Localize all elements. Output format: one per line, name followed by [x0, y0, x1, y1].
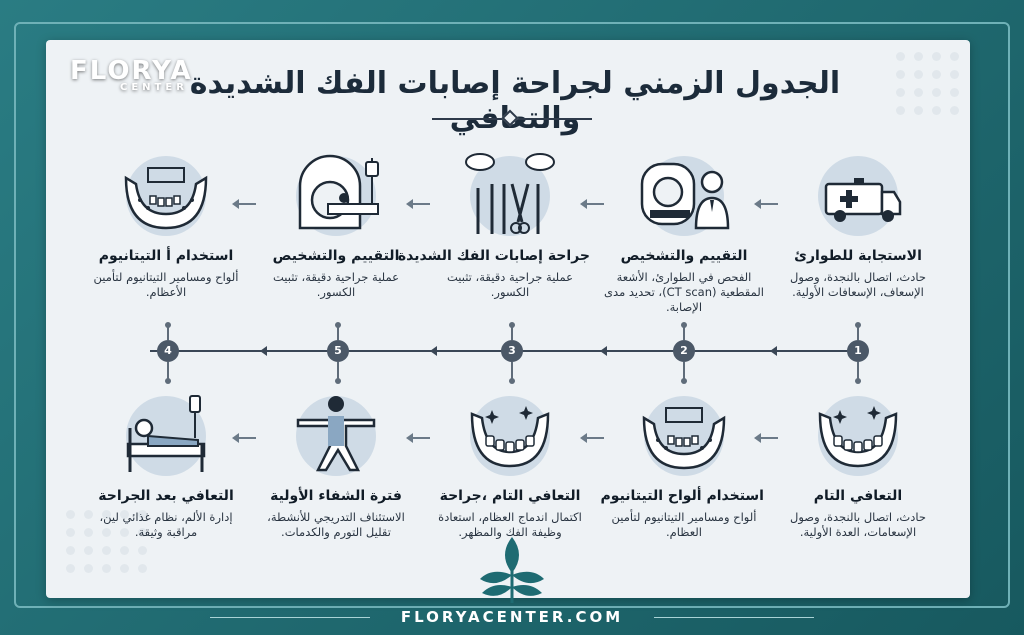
connector-dot	[165, 322, 171, 328]
connector-dot	[681, 378, 687, 384]
step-title: التعافي التام	[813, 488, 903, 504]
step-text: الاستئناف التدريجي للأنشطة، تقليل التورم…	[267, 510, 405, 539]
connector-dot	[509, 378, 515, 384]
bottom-step-1: التعافي التام حادث، اتصال بالنجدة، وصول …	[778, 388, 938, 540]
healthy-teeth-icon	[470, 406, 550, 468]
brand-logo-sub: CENTER	[120, 82, 188, 93]
connector-dot	[335, 322, 341, 328]
step-text: حادث، اتصال بالنجدة، وصول الإسعامات، الع…	[790, 510, 926, 539]
connector	[857, 326, 859, 340]
step-text: ألواح ومسامير التيتانيوم لتأمين الأعظام.	[93, 270, 239, 299]
bottom-step-2: استخدام ألواح التيتانيوم ألواح ومسامير ا…	[600, 388, 764, 540]
hospital-bed-icon	[126, 395, 206, 472]
flow-arrow	[406, 199, 430, 209]
timeline-node-4: 4	[157, 340, 179, 362]
connector	[857, 362, 859, 380]
connector	[683, 326, 685, 340]
doctor-ct-scan-icon	[640, 162, 730, 230]
bottom-step-3: التعافي التام ،جراحة اكتمال اندماج العظا…	[430, 388, 590, 540]
step-title: التقييم والتشخيص	[620, 248, 748, 264]
decor-dots-bottom-left	[66, 510, 147, 573]
brand-logo: FLORYA CENTER	[70, 56, 193, 93]
page-title: الجدول الزمني لجراحة إصابات الفك الشديدة…	[189, 66, 841, 136]
connector-dot	[165, 378, 171, 384]
bottom-step-5: التعافي بعد الجراحة إدارة الألم، نظام غذ…	[86, 388, 246, 540]
flow-arrow	[406, 433, 430, 443]
connector	[167, 326, 169, 340]
step-text: عملية جراحية دقيقة، تثبيت الكسور.	[446, 270, 573, 299]
footer-rule-left	[210, 617, 370, 618]
footer-url: FLORYACENTER.COM	[400, 608, 624, 626]
flow-arrow	[580, 199, 604, 209]
step-text: حادث، اتصال بالنجدة، وصول الإسعاف، الإسع…	[790, 270, 926, 299]
ambulance-icon	[824, 178, 902, 222]
connector-dot	[855, 378, 861, 384]
flow-arrow	[754, 199, 778, 209]
connector	[511, 362, 513, 380]
step-text: عملية جراحية دقيقة، تثبيت الكسور.	[272, 270, 399, 299]
connector	[683, 362, 685, 380]
infographic-panel	[46, 40, 970, 598]
brand-logo-main: FLORYA	[70, 56, 193, 86]
bottom-step-4: فترة الشفاء الأولية الاستئناف التدريجي ل…	[256, 388, 416, 540]
florya-leaf-logo	[480, 537, 544, 603]
step-text: إدارة الألم، نظام غذائي لين، مراقبة وثيق…	[99, 510, 233, 539]
connector-dot	[681, 322, 687, 328]
decor-dots-top-right	[896, 52, 959, 115]
step-title: فترة الشفاء الأولية	[270, 488, 402, 504]
jaw-plates-icon	[124, 167, 208, 230]
top-step-3: جراحة إصابات الفك الشديدة عملية جراحية د…	[397, 148, 590, 300]
surgical-tools-icon	[465, 153, 555, 234]
timeline-node-5: 5	[327, 340, 349, 362]
step-title: استخدام ألواح التيتانيوم	[600, 488, 764, 504]
top-step-1: الاستجابة للطوارئ حادث، اتصال بالنجدة، و…	[778, 148, 938, 300]
flow-arrow	[232, 433, 256, 443]
connector-dot	[855, 322, 861, 328]
connector-dot	[509, 322, 515, 328]
step-title: استخدام أ التيتانيوم	[98, 248, 234, 264]
outer-frame	[14, 22, 1010, 608]
step-text: الفحص في الطوارئ، الأشعة المقطعية (CT sc…	[604, 270, 764, 314]
timeline-node-1: 1	[847, 340, 869, 362]
healthy-teeth-icon	[818, 406, 898, 468]
connector	[337, 362, 339, 380]
flow-arrow	[580, 433, 604, 443]
connector	[337, 326, 339, 340]
timeline-node-3: 3	[501, 340, 523, 362]
ct-scanner-icon	[298, 154, 379, 230]
step-title: التقييم والتشخيص	[272, 248, 400, 264]
step-title: الاستجابة للطوارئ	[794, 248, 922, 264]
top-step-2: التقييم والتشخيص الفحص في الطوارئ، الأشع…	[604, 148, 764, 315]
connector-dot	[335, 378, 341, 384]
footer-rule-right	[654, 617, 814, 618]
top-step-4: التقييم والتشخيص عملية جراحية دقيقة، تثب…	[256, 148, 416, 300]
step-text: ألواح ومسامير التيتانيوم لتأمين العظام.	[611, 510, 757, 539]
jaw-plates-icon	[642, 407, 726, 470]
timeline-node-2: 2	[673, 340, 695, 362]
step-title: التعافي بعد الجراحة	[98, 488, 234, 504]
exercise-icon	[296, 396, 376, 472]
step-title: التعافي التام ،جراحة	[439, 488, 581, 504]
step-title: جراحة إصابات الفك الشديدة	[397, 248, 590, 264]
flow-arrow	[232, 199, 256, 209]
flow-arrow	[754, 433, 778, 443]
top-step-5: استخدام أ التيتانيوم ألواح ومسامير التيت…	[86, 148, 246, 300]
connector	[167, 362, 169, 380]
step-text: اكتمال اندماج العظام، استعادة وظيفة الفك…	[438, 510, 582, 539]
connector	[511, 326, 513, 340]
